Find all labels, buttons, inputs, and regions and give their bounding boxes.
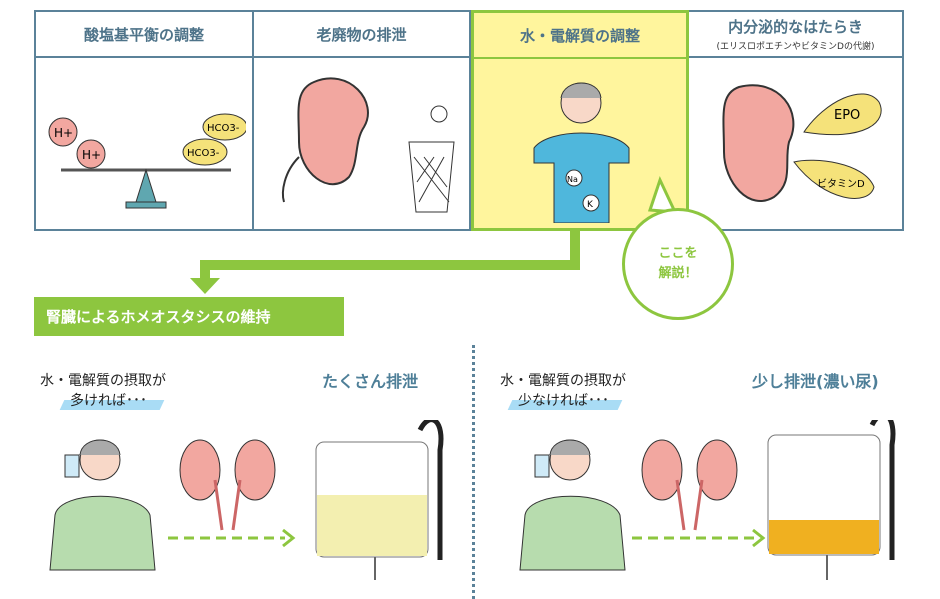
divider [472, 345, 475, 599]
kidneys [179, 439, 276, 531]
function-acid-base: 酸塩基平衡の調整 H+ H+ HCO3- HCO3- [36, 12, 254, 229]
svg-text:HCO3-: HCO3- [187, 148, 220, 159]
svg-text:H+: H+ [54, 126, 73, 140]
kidney-hormone-illustration: EPO ビタミンD [722, 84, 882, 202]
urine-fill [317, 495, 427, 556]
callout-text: ここを [658, 246, 698, 261]
kidney-trash-illustration [281, 77, 455, 213]
function-subtitle: (エリスロポエチンやビタミンDの代謝) [716, 42, 875, 52]
svg-text:ビタミンD: ビタミンD [817, 178, 865, 190]
homeostasis-banner: 腎臓によるホメオスタシスの維持 [34, 297, 344, 336]
function-waste-excretion: 老廃物の排泄 [254, 12, 471, 229]
urine-bag [767, 420, 896, 580]
svg-text:HCO3-: HCO3- [207, 123, 240, 134]
drinking-person [519, 439, 626, 571]
balance-scale-illustration: H+ H+ HCO3- HCO3- [48, 113, 246, 209]
scenario-condition: 水・電解質の摂取が [40, 373, 166, 389]
function-title: 内分泌的なはたらき [728, 18, 863, 36]
kidneys [641, 439, 738, 531]
drinking-person [49, 439, 156, 571]
function-title: 酸塩基平衡の調整 [83, 25, 204, 44]
function-water-electrolyte: 水・電解質の調整 Na K [471, 10, 689, 231]
person-electrolyte-illustration: Na K [533, 82, 630, 223]
callout-text: 解説！ [658, 266, 698, 281]
scenario-condition: 多ければ･･･ [70, 393, 147, 409]
kidney-functions-table: 酸塩基平衡の調整 H+ H+ HCO3- HCO3- 老廃物の排泄 水・電解質の… [34, 10, 904, 231]
urine-bag [315, 420, 444, 580]
callout-bubble: ここを 解説！ [622, 208, 734, 320]
function-title: 老廃物の排泄 [316, 25, 407, 44]
scenario-result: 少し排泄(濃い尿) [752, 372, 879, 391]
scenario-illustrations [49, 420, 896, 580]
svg-text:H+: H+ [82, 148, 101, 162]
flow-arrow [190, 175, 678, 294]
scenario-condition: 少なければ･･･ [518, 393, 609, 409]
function-endocrine: 内分泌的なはたらき (エリスロポエチンやビタミンDの代謝) EPO ビタミンD [689, 12, 902, 229]
scenario-result: たくさん排泄 [322, 372, 419, 391]
svg-text:EPO: EPO [834, 108, 860, 123]
svg-text:Na: Na [567, 175, 578, 184]
function-title: 水・電解質の調整 [519, 26, 640, 45]
urine-fill [769, 520, 879, 554]
svg-text:K: K [587, 200, 594, 210]
scenario-condition: 水・電解質の摂取が [500, 373, 626, 389]
